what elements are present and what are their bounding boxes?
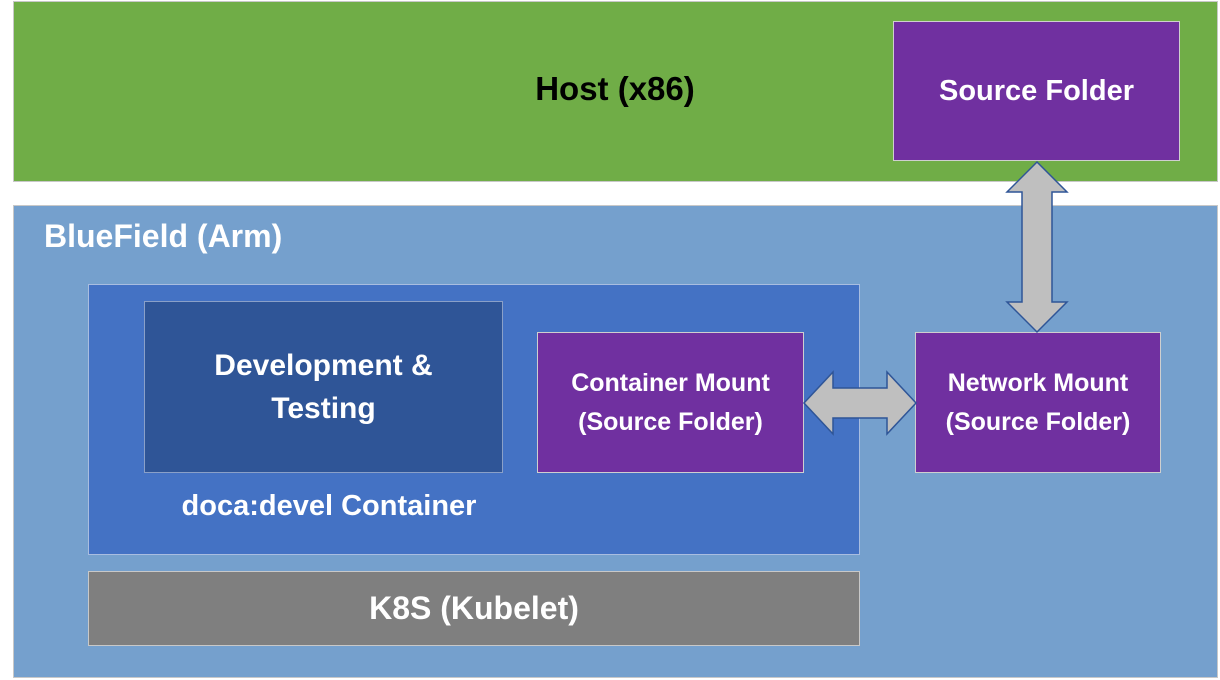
source-folder-box: Source Folder [893,21,1180,161]
host-title: Host (x86) [535,70,695,107]
network-mount-line1: Network Mount [947,368,1129,397]
dev-line2: Testing [271,392,376,425]
container-mount-line2: (Source Folder) [578,407,763,436]
network-mount-box: Network Mount (Source Folder) [915,332,1161,473]
bluefield-title: BlueField (Arm) [44,218,283,254]
container-mount-line1: Container Mount [571,368,770,397]
container-label: doca:devel Container [181,490,477,522]
horizontal-double-arrow-icon [802,370,918,436]
network-mount-line2: (Source Folder) [945,407,1131,436]
dev-line1: Development & [214,348,433,382]
source-folder-label: Source Folder [939,74,1134,107]
k8s-label: K8S (Kubelet) [369,590,579,626]
container-mount-box: Container Mount (Source Folder) [537,332,804,473]
development-testing-box: Development & Testing [144,301,503,473]
vertical-double-arrow-icon [1005,160,1069,334]
k8s-kubelet-box: K8S (Kubelet) [88,571,860,646]
